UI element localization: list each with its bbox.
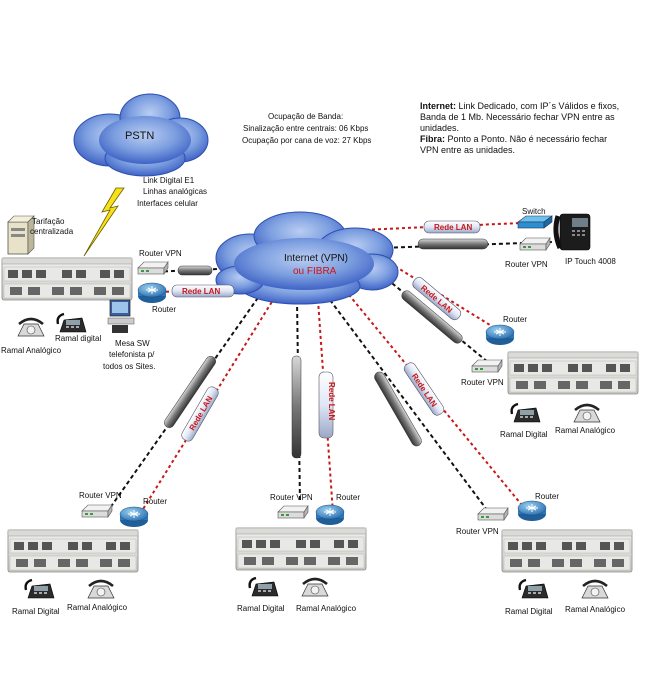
switch-icon: [517, 215, 553, 229]
br-analog-phone-icon: [580, 579, 610, 600]
bc-router-vpn-label: Router VPN: [270, 493, 313, 502]
fibra-label: ou FIBRA: [293, 266, 337, 277]
pbx-right: [507, 351, 639, 395]
pbx-headquarters: [1, 257, 133, 301]
pstn-link-line-1: Link Digital E1: [143, 176, 195, 185]
hq-digital-phone-icon: [56, 312, 88, 334]
bl-router-label: Router: [143, 497, 167, 506]
bottom-left-vpn-tube: [164, 356, 216, 428]
ip-touch-phone-icon: [553, 213, 591, 251]
mesa-line-2: telefonista p/: [109, 350, 155, 359]
right-ramal-digital: Ramal Digital: [500, 430, 548, 439]
switch-label: Switch: [522, 207, 546, 216]
pbx-bottom-center: [235, 527, 367, 571]
internet-legend-text: Link Dedicado, com IP´s Válidos e fixos,…: [420, 101, 620, 133]
bandwidth-line-1: Sinalização entre centrais: 06 Kbps: [243, 124, 368, 133]
br-ramal-analogico: Ramal Analógico: [565, 605, 626, 614]
right-router-vpn-label: Router VPN: [461, 378, 504, 387]
bandwidth-line-2: Ocupação por cana de voz: 27 Kbps: [242, 136, 371, 145]
hq-ramal-digital: Ramal digital: [55, 334, 101, 343]
bl-ramal-analogico: Ramal Analógico: [67, 603, 128, 612]
right-router-label: Router: [503, 315, 527, 324]
hq-router-vpn-label: Router VPN: [139, 249, 182, 258]
bottom-right-rede-lan-label: Rede LAN: [410, 372, 439, 409]
right-router-vpn: [471, 359, 503, 373]
hq-rede-lan-label: Rede LAN: [182, 287, 220, 296]
tarifacao-line-1: Tarifação: [32, 217, 65, 226]
bl-router-vpn: [81, 504, 113, 518]
right-ramal-analogico: Ramal Analógico: [555, 426, 616, 435]
top-right-router-vpn-label: Router VPN: [505, 260, 548, 269]
lan-link-bottom-left: [139, 291, 279, 515]
operator-console-icon: [107, 299, 135, 333]
bc-router-vpn: [277, 505, 309, 519]
right-analog-phone-icon: [572, 403, 602, 424]
svg-text:Tarifação centralizada: Tarifação centralizada: [30, 217, 74, 236]
br-router: [517, 500, 547, 522]
bl-ramal-digital: Ramal Digital: [12, 607, 60, 616]
fibra-legend-text: Ponto a Ponto. Não é necessário fechar V…: [420, 134, 608, 155]
bottom-center-vpn-tube: [291, 355, 302, 459]
bandwidth-title: Ocupação de Banda:: [268, 112, 343, 121]
top-right-rede-lan-label: Rede LAN: [434, 223, 472, 232]
br-router-vpn: [477, 507, 509, 521]
hq-router-label: Router: [152, 305, 176, 314]
link-legend: Internet: Link Dedicado, com IP´s Válido…: [420, 101, 620, 156]
bottom-center-rede-lan-label: Rede LAN: [327, 382, 336, 420]
hq-vpn-tube: [177, 265, 213, 276]
server-icon: [7, 215, 35, 255]
ip-touch-label: IP Touch 4008: [565, 257, 616, 266]
internet-label: Internet (VPN): [284, 253, 348, 264]
bl-digital-phone-icon: [24, 578, 56, 600]
fibra-legend-label: Fibra:: [420, 134, 446, 144]
svg-text:Link Digital E1 Linhas ana: Link Digital E1 Linhas analógicas Interf…: [137, 176, 209, 208]
bl-router: [119, 506, 149, 528]
bc-analog-phone-icon: [300, 577, 330, 598]
bl-router-vpn-label: Router VPN: [79, 491, 122, 500]
vpn-link-bottom-right: [329, 299, 494, 519]
right-digital-phone-icon: [510, 402, 542, 424]
tarifacao-line-2: centralizada: [30, 227, 74, 236]
pbx-bottom-left: [7, 529, 139, 573]
svg-text:Mesa SW telefonista p/: Mesa SW telefonista p/ todos os Sites.: [103, 339, 157, 371]
br-digital-phone-icon: [518, 578, 550, 600]
internet-legend-label: Internet:: [420, 101, 456, 111]
hq-ramal-analogico: Ramal Analógico: [1, 346, 62, 355]
right-router: [485, 324, 515, 346]
bl-analog-phone-icon: [86, 579, 116, 600]
pstn-link-line-2: Linhas analógicas: [143, 187, 207, 196]
bottom-center-lan-tube: Rede LAN: [318, 371, 336, 439]
pstn-cloud: PSTN: [73, 93, 209, 177]
pbx-bottom-right: [501, 529, 633, 573]
vpn-link-bottom-left: [109, 291, 263, 509]
svg-text:Ocupação de Banda: Sinaliz: Ocupação de Banda: Sinalização entre cen…: [242, 112, 371, 145]
top-right-vpn-tube: [417, 238, 489, 250]
br-router-label: Router: [535, 492, 559, 501]
hq-lan-tube: Rede LAN: [171, 284, 235, 298]
mesa-line-1: Mesa SW: [115, 339, 150, 348]
bc-ramal-digital: Ramal Digital: [237, 604, 285, 613]
hq-router-vpn: [137, 261, 169, 275]
pstn-link-line-3: Interfaces celular: [137, 199, 198, 208]
bc-digital-phone-icon: [248, 576, 280, 598]
hq-router: [137, 282, 167, 304]
pstn-label: PSTN: [125, 130, 154, 142]
top-right-lan-tube: Rede LAN: [423, 220, 481, 234]
bottom-right-vpn-tube: [374, 371, 422, 447]
bottom-right-lan-tube: Rede LAN: [403, 362, 445, 416]
bc-router-label: Router: [336, 493, 360, 502]
bc-router: [315, 504, 345, 526]
br-ramal-digital: Ramal Digital: [505, 607, 553, 616]
top-right-router-vpn: [519, 237, 551, 251]
internet-cloud: Internet (VPN) ou FIBRA: [215, 211, 399, 305]
mesa-line-3: todos os Sites.: [103, 362, 155, 371]
bc-ramal-analogico: Ramal Analógico: [296, 604, 357, 613]
lightning-icon: [83, 187, 125, 257]
br-router-vpn-label: Router VPN: [456, 527, 499, 536]
right-vpn-tube: [401, 290, 463, 344]
hq-analog-phone-icon: [16, 317, 46, 338]
